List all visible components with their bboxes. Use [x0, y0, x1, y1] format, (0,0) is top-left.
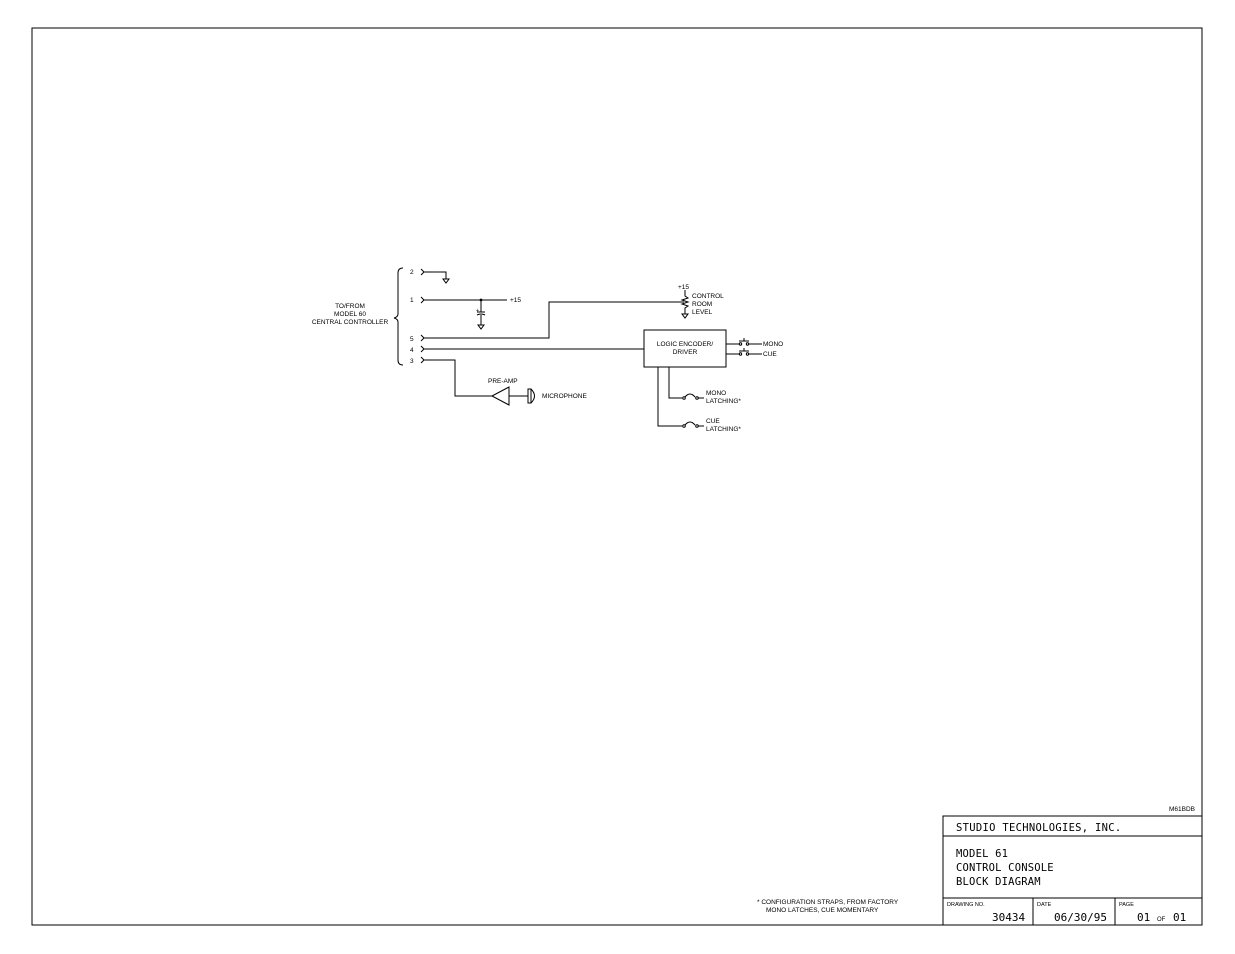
footnote: * CONFIGURATION STRAPS, FROM FACTORY MON… — [757, 899, 899, 914]
preamp-triangle — [490, 386, 521, 406]
pin-2-ground — [424, 271, 450, 284]
svg-text:LATCHING*: LATCHING* — [706, 398, 741, 405]
svg-text:LOGIC ENCODER/: LOGIC ENCODER/ — [657, 341, 714, 348]
sheet-code: M61BDB — [1169, 806, 1195, 813]
date-value: 06/30/95 — [1054, 911, 1107, 924]
svg-text:MONO: MONO — [706, 390, 726, 397]
svg-text:LATCHING*: LATCHING* — [706, 426, 741, 433]
drawing-title: MODEL 61 CONTROL CONSOLE BLOCK DIAGRAM — [956, 848, 1054, 888]
cap-polarity: + — [476, 308, 479, 314]
date-label: DATE — [1037, 902, 1052, 908]
company-name: STUDIO TECHNOLOGIES, INC. — [956, 822, 1122, 834]
svg-text:MONO LATCHES, CUE MOMENTARY: MONO LATCHES, CUE MOMENTARY — [766, 907, 879, 914]
svg-text:LEVEL: LEVEL — [692, 309, 713, 316]
connector-bracket — [393, 267, 404, 366]
supply-label-pot: +15 — [678, 284, 689, 291]
pin-3-label: 3 — [410, 358, 414, 365]
mono-switch-label: MONO — [763, 341, 783, 348]
control-room-level-label: CONTROL ROOM LEVEL — [692, 293, 724, 316]
microphone-label: MICROPHONE — [542, 393, 587, 400]
pin-1-label: 1 — [410, 297, 414, 304]
svg-text:MODEL 60: MODEL 60 — [334, 311, 366, 318]
drawing-no-label: DRAWING NO. — [947, 902, 985, 908]
page-label: PAGE — [1119, 902, 1134, 908]
svg-text:CUE: CUE — [706, 418, 720, 425]
cue-latching-label: CUE LATCHING* — [706, 418, 741, 433]
control-room-level-pot — [680, 290, 690, 319]
cue-switch — [726, 348, 762, 356]
cue-switch-label: CUE — [763, 351, 777, 358]
mono-latching-strap — [668, 367, 704, 400]
svg-text:* CONFIGURATION STRAPS, FROM F: * CONFIGURATION STRAPS, FROM FACTORY — [757, 899, 899, 906]
pin-3-line — [424, 359, 492, 397]
svg-text:MODEL 61: MODEL 61 — [956, 848, 1008, 860]
pin-chevrons — [420, 268, 425, 364]
preamp-label: PRE-AMP — [488, 378, 518, 385]
svg-text:TO/FROM: TO/FROM — [335, 303, 365, 310]
pin-5-line — [424, 301, 680, 339]
svg-text:ROOM: ROOM — [692, 301, 712, 308]
svg-text:BLOCK DIAGRAM: BLOCK DIAGRAM — [956, 876, 1041, 888]
cue-latching-strap — [657, 367, 704, 428]
logic-encoder-block: LOGIC ENCODER/ DRIVER — [643, 329, 727, 368]
svg-text:CONTROL CONSOLE: CONTROL CONSOLE — [956, 862, 1054, 874]
svg-text:CONTROL: CONTROL — [692, 293, 724, 300]
connector-label: TO/FROM MODEL 60 CENTRAL CONTROLLER — [312, 303, 389, 326]
page-total-value: 01 — [1173, 911, 1186, 924]
pin-4-label: 4 — [410, 347, 414, 354]
page-of-label: OF — [1157, 917, 1166, 923]
supply-label-pin1: +15 — [510, 297, 521, 304]
drawing-no-value: 30434 — [992, 911, 1025, 924]
mono-latching-label: MONO LATCHING* — [706, 390, 741, 405]
title-block — [942, 815, 1203, 926]
pin-1-supply-line — [424, 298, 507, 330]
sheet-border — [31, 27, 1203, 926]
svg-text:CENTRAL CONTROLLER: CENTRAL CONTROLLER — [312, 319, 389, 326]
pin-2-label: 2 — [410, 269, 414, 276]
page-value: 01 — [1137, 911, 1150, 924]
pin-5-label: 5 — [410, 336, 414, 343]
mono-switch — [726, 338, 762, 346]
microphone-icon — [521, 388, 535, 404]
svg-text:DRIVER: DRIVER — [673, 349, 698, 356]
